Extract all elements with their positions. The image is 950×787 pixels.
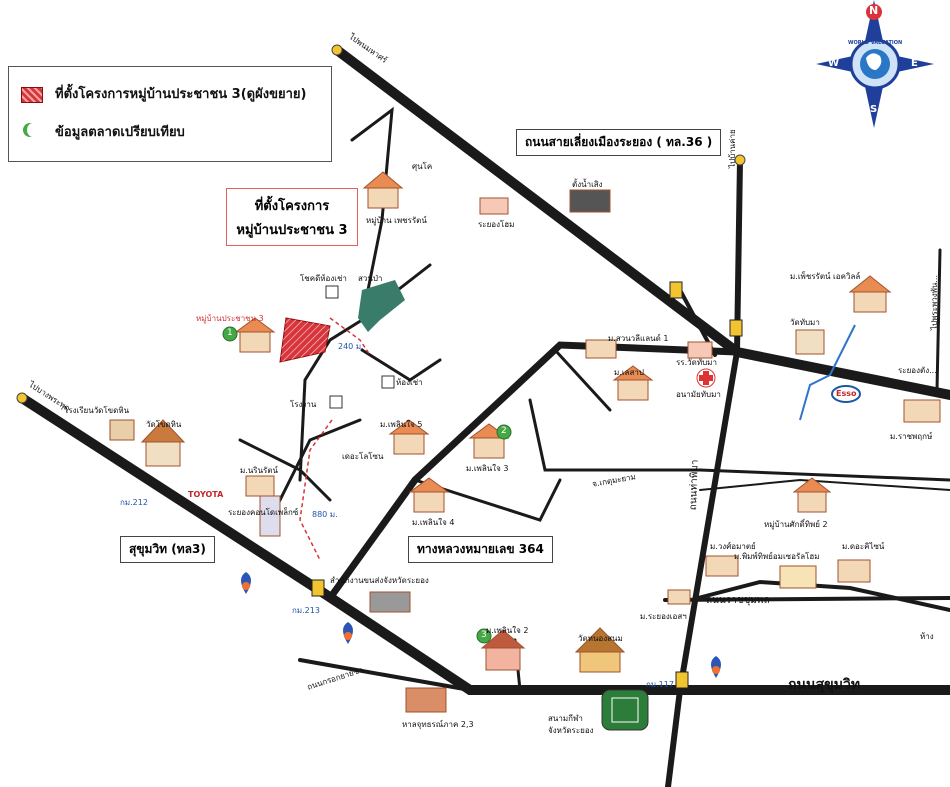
detalochon-label: เดอะโลโซน — [342, 452, 384, 461]
km117-label: กม.117 — [646, 680, 674, 689]
to-ban-ploeng-label: ไปพระพวงพัน... — [930, 274, 939, 330]
legend-market-data: ข้อมูลตลาดเปรียบเทียบ — [55, 125, 185, 140]
market-marker-icon — [23, 123, 39, 137]
school-label: โรงเรียนวัดโขดหิน — [64, 406, 130, 415]
site-map-label: หมู่บ้านประชาชน 3 — [196, 314, 264, 323]
stadium-icon — [601, 689, 649, 731]
market-badge-3: 3 — [481, 630, 487, 640]
callout-line2: หมู่บ้านประชาชน 3 — [236, 223, 348, 238]
rayong-estate-label: ม.ระยองเอสฯ — [640, 612, 687, 621]
factory-label: โรงงาน — [290, 400, 317, 409]
project-site-swatch — [21, 87, 43, 103]
wongsathon-label: ม.วงศ์อมาตย์ — [710, 542, 756, 551]
distance-880-label: 880 ม. — [312, 510, 338, 519]
compass-s: S — [870, 104, 878, 115]
highway-364-label: ทางหลวงหมายเลข 364 — [408, 536, 553, 563]
sukhumvit-box-label: สุขุมวิท (ทล3) — [120, 536, 215, 563]
saksit2-label: หมู่บ้านศักดิ์ทิพย์ 2 — [764, 520, 828, 529]
compass-ring-text: WORLD VALUATION — [848, 40, 903, 46]
road-thaphum — [665, 349, 740, 787]
esso-logo — [831, 385, 861, 403]
legend-project-site: ที่ตั้งโครงการหมู่บ้านประชาชน 3(ดูผังขยา… — [55, 87, 307, 102]
rayong-home-label: ระยองโฮม — [478, 220, 515, 229]
room-rent-label: ห้องเช่า — [396, 378, 423, 387]
phoenjai4-label: ม.เพลินใจ 4 — [412, 518, 455, 527]
distance-240-label: 240 ม. — [338, 342, 364, 351]
compass-e: E — [911, 58, 918, 69]
sawanlee-label: ม.สวนวลีแลนด์ 1 — [608, 334, 669, 343]
sukhumvit-road-label: ถนนสุขุมวิท — [788, 677, 861, 693]
highway-3-sukhumvit — [17, 393, 950, 695]
narinrat-label: ม.นรินรัตน์ — [240, 466, 279, 475]
highway-364 — [326, 341, 741, 602]
stadium-label-line1: สนามกีฬา — [548, 714, 583, 723]
suanpa-label: สวนป่า — [358, 274, 383, 283]
shophouse-label: โชคดีห้องเช่า — [300, 274, 347, 283]
thaphum-road-label: ถนนท่าพิมา — [687, 459, 701, 511]
tangsaeng-label: ตั้งน้ำเสิง — [572, 180, 603, 189]
park-area — [358, 280, 405, 332]
compass-n: N — [869, 4, 879, 17]
office-label: สำนักงานขนส่งจังหวัดระยอง — [330, 576, 429, 585]
compass-rose — [816, 0, 934, 128]
mall-label: ห้าง — [920, 632, 934, 641]
lesap-label: ม.เลสาป — [614, 368, 644, 377]
esso-label: Esso — [836, 389, 857, 398]
compass-w: W — [828, 58, 840, 69]
to-banphe-label: ไปบ้านค่าย — [728, 129, 737, 168]
sunko-label: ศุนโค — [412, 162, 433, 171]
wat-khodhin-label: วัดโขดหิน — [146, 420, 182, 429]
crystal-label: ม.ดอะคิไซน์ — [842, 542, 885, 551]
phimthip-label: ม.พิมพ์ทิพย์อมเซอรัลโฮม — [734, 552, 820, 561]
map-legend: ที่ตั้งโครงการหมู่บ้านประชาชน 3(ดูผังขยา… — [8, 66, 332, 162]
ratchapruk-label: ม.ราชพฤกษ์ — [890, 432, 933, 441]
callout-line1: ที่ตั้งโครงการ — [254, 199, 330, 214]
hall-label: หาลจุทธรณ์ภาค 2,3 — [402, 720, 474, 729]
km213-label: กม.213 — [292, 606, 320, 615]
project-callout: ที่ตั้งโครงการ หมู่บ้านประชาชน 3 — [226, 188, 358, 246]
phoenjai3-label: ม.เพลินใจ 3 — [466, 464, 509, 473]
toyota-logo: TOYOTA — [188, 490, 224, 499]
anamai-label: อนามัยทับมา — [676, 390, 721, 399]
phetcharat-label: หมู่บ้าน เพชรรัตน์ — [366, 216, 427, 225]
rayong-condo-label: ระยองคอนโดเพล็กซ์ — [228, 508, 299, 517]
phetcharat-ex-label: ม.เพ็ชรรัตน์ เอควิลล์ — [790, 272, 861, 281]
stadium-label-line2: จังหวัดระยอง — [548, 726, 594, 735]
wat-thap-school-label: รร.วัดทับมา — [676, 358, 717, 367]
phoenjai5-label: ม.เพลินใจ 5 — [380, 420, 423, 429]
km212-label: กม.212 — [120, 498, 148, 507]
river — [799, 324, 856, 421]
bypass-road-label: ถนนสายเลี่ยงเมืองระยอง ( ทล.36 ) — [516, 129, 722, 156]
rayong-city-label: ระยองตัง... — [898, 366, 937, 375]
phoenjai2-label: ม.เพลินใจ 2 — [486, 626, 529, 635]
wat-thapma-label: วัดทับมา — [790, 318, 820, 327]
house-icon — [367, 185, 399, 209]
market-badge-1: 1 — [227, 328, 233, 338]
wat-nongsanom-label: วัดหนองสนม — [578, 634, 623, 643]
ratchaphon-road-label: ถนนราชชุมพล — [706, 595, 770, 606]
market-badge-2: 2 — [501, 426, 507, 436]
